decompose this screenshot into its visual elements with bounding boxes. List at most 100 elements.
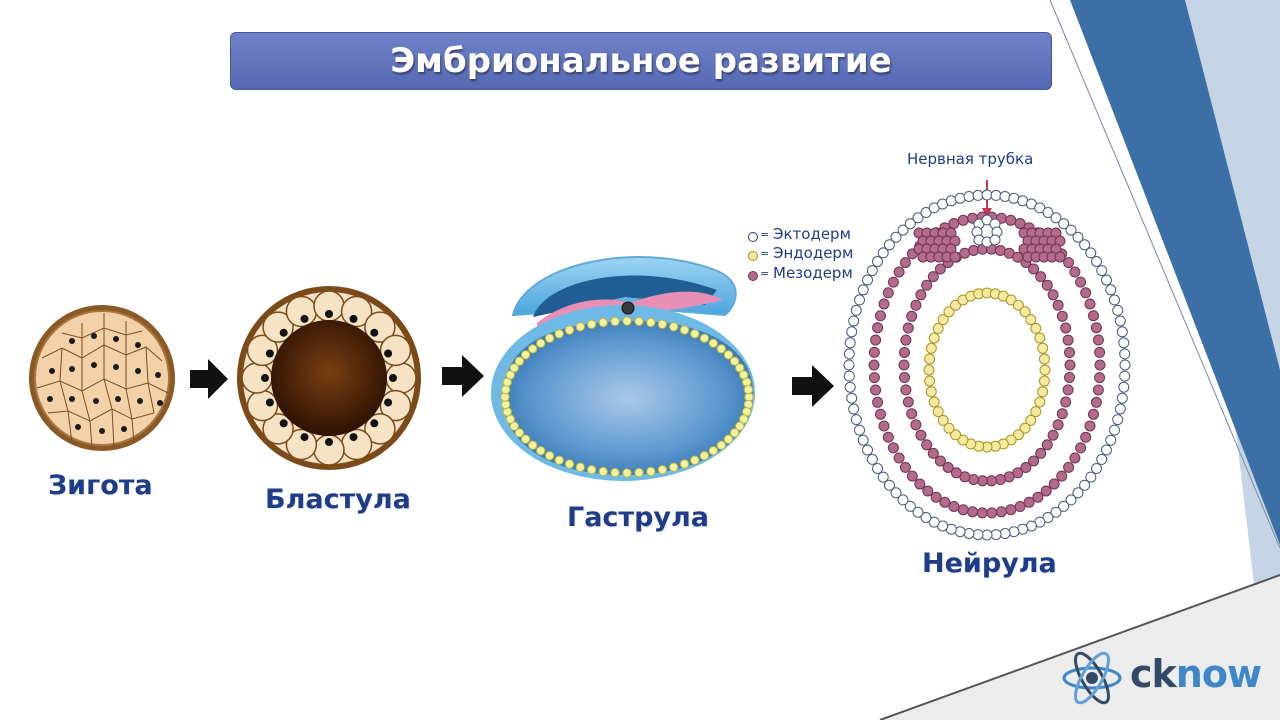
blastula-nucleus (370, 419, 379, 428)
ectoderm-cell (1042, 207, 1054, 218)
ectoderm-cell (854, 294, 865, 306)
gastrula-bead (690, 329, 700, 339)
gastrula-bead (679, 325, 690, 335)
ectoderm-cell (877, 471, 889, 483)
gastrula-bead (505, 370, 515, 380)
ectoderm-cell (963, 528, 975, 539)
mesoderm-cell (930, 491, 942, 503)
gastrula-bead (509, 363, 519, 373)
mesoderm-cell (882, 431, 894, 443)
ectoderm-cell (1119, 348, 1131, 360)
mesoderm-cell (921, 279, 933, 291)
gastrula-bead (657, 319, 668, 330)
mesoderm-cell (1062, 384, 1074, 396)
mesoderm-cell (927, 271, 939, 283)
mesoderm-cell (900, 334, 912, 346)
ectoderm-cell (904, 218, 916, 230)
endoderm-cell (1034, 332, 1046, 344)
endoderm-cell (932, 406, 944, 418)
mesoderm-cell (1084, 420, 1096, 432)
blastula-cell (379, 389, 412, 422)
blastula-nucleus (384, 398, 393, 407)
mesoderm-cell (868, 359, 880, 371)
ectoderm-cell (883, 239, 895, 251)
gastrula-blastopore (621, 301, 635, 315)
ectoderm-cell (857, 434, 869, 446)
ectoderm-cell (1085, 471, 1097, 483)
ectoderm-cell (844, 381, 856, 393)
mesoderm-cell (976, 507, 988, 519)
ectoderm-cell (843, 370, 855, 382)
ectoderm-cell (1065, 224, 1077, 236)
ectoderm-cell (999, 528, 1011, 539)
mesoderm-cell (1090, 396, 1102, 408)
mesoderm-cell (915, 429, 927, 441)
gastrula-bead (708, 446, 719, 456)
mesoderm-cell (893, 452, 905, 464)
gastrula-bead (520, 434, 531, 444)
mesoderm-cell (957, 504, 969, 516)
gastrula-bead (564, 325, 575, 335)
blastula-nucleus (384, 349, 393, 358)
endoderm-cell (1037, 386, 1049, 398)
ectoderm-cell (954, 192, 966, 204)
ectoderm-cell (1034, 202, 1046, 214)
cknow-logo: cknow (1060, 648, 1275, 708)
endoderm-cell (1030, 322, 1042, 334)
endoderm-cell (1037, 342, 1049, 354)
neurula-diagram (843, 180, 1131, 541)
ectoderm-swatch-icon (748, 232, 758, 242)
endoderm-cell (950, 299, 962, 311)
mesoderm-cell (927, 447, 939, 459)
ectoderm-cell (1119, 359, 1131, 371)
mesoderm-cell (1060, 322, 1072, 334)
gastrula-bead (669, 462, 679, 472)
endoderm-cell (928, 396, 940, 408)
mesoderm-cell (1035, 271, 1047, 283)
endoderm-cell (1039, 364, 1051, 376)
mesoderm-cell (942, 462, 954, 473)
mesoderm-cell (1092, 384, 1104, 396)
ectoderm-cell (1072, 231, 1084, 243)
mesoderm-cell (1060, 396, 1072, 408)
mesoderm-cell (898, 359, 910, 371)
ectoderm-cell (1101, 274, 1112, 286)
neurula-label: Нейрула (922, 548, 1057, 579)
endoderm-cell (1005, 294, 1017, 306)
ectoderm-cell (1105, 434, 1117, 446)
mesoderm-cell (887, 276, 899, 288)
neural-tube-label: Нервная трубка (907, 150, 1034, 168)
ectoderm-cell (990, 189, 1002, 201)
blastula-nucleus (389, 374, 397, 382)
ectoderm-cell (1050, 506, 1062, 518)
blastula-nucleus (279, 328, 288, 337)
deco-gray-line (879, 574, 1280, 720)
zygote-nuclei (47, 333, 163, 434)
gastrula-bead (739, 414, 749, 424)
ectoderm-cell (1105, 284, 1117, 296)
ectoderm-cell (1079, 479, 1091, 491)
endoderm-cell (937, 314, 949, 326)
blastula-nucleus (300, 314, 309, 323)
blastula-cell (379, 334, 412, 367)
mesoderm-cell (1094, 359, 1106, 371)
gastrula-bead (699, 451, 710, 461)
arrow-3-icon (792, 365, 834, 407)
mesoderm-cell (915, 289, 927, 301)
gastrula-endoderm-beads (500, 316, 754, 478)
gastrula-bead (729, 428, 740, 438)
ectoderm-cell (920, 207, 932, 218)
endoderm-cell (957, 434, 969, 446)
blastula-cell (246, 389, 279, 422)
mesoderm-cell (1084, 298, 1096, 310)
mesoderm-cell (868, 346, 880, 358)
endoderm-cell (1038, 375, 1050, 387)
ectoderm-cell (1118, 337, 1130, 349)
mesoderm-cell (900, 384, 912, 396)
mesoderm-cell (875, 408, 886, 420)
ectoderm-cell (866, 265, 878, 277)
endoderm-cell (924, 375, 936, 387)
ectoderm-cell (912, 212, 924, 224)
ectoderm-cell (862, 444, 873, 456)
